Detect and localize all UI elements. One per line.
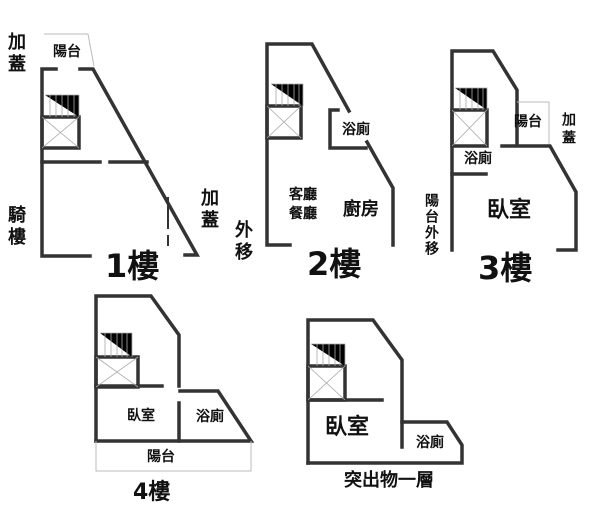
floor-1-extended-label: 外移 xyxy=(232,220,253,264)
floor-1-plan xyxy=(40,33,200,258)
floor-4-plan xyxy=(94,294,255,472)
floor-2-living-label: 客廳 xyxy=(289,187,317,203)
roof-structure-plan xyxy=(306,318,464,465)
floor-3-balcony-label: 陽台 xyxy=(514,114,542,130)
floor-1-balcony-label: 陽台 xyxy=(53,44,81,60)
floor-2-dining-label: 餐廳 xyxy=(289,206,317,222)
floor-1-title: 1樓 xyxy=(105,247,160,285)
roof-bedroom-label: 臥室 xyxy=(325,415,370,440)
floor-2-kitchen-label: 廚房 xyxy=(343,199,379,220)
floor-4-title: 4樓 xyxy=(133,480,171,505)
floor-3-title: 3樓 xyxy=(478,249,533,287)
floor-1-addition-top-label: 加蓋 xyxy=(5,32,26,76)
roof-structure-title: 突出物一層 xyxy=(344,470,434,491)
floor-4-balcony-label: 陽台 xyxy=(147,449,175,465)
floor-3-addition-label: 加蓋 xyxy=(560,112,576,148)
floor-4-bathroom-label: 浴廁 xyxy=(196,409,224,425)
roof-bathroom-label: 浴廁 xyxy=(416,435,444,451)
floor-3-bedroom-label: 臥室 xyxy=(487,198,532,223)
floor-3-plan xyxy=(450,49,578,252)
floor-2-bathroom-label: 浴廁 xyxy=(342,122,370,138)
floor-2-plan xyxy=(265,42,395,247)
floor-1-arcade-label: 騎樓 xyxy=(5,205,26,249)
floor-4-bedroom-label: 臥室 xyxy=(127,408,155,424)
floor-1-addition-right-label: 加蓋 xyxy=(198,188,219,232)
floor-3-bathroom-label: 浴廁 xyxy=(464,151,492,167)
floor-2-title: 2樓 xyxy=(307,245,362,283)
floor-3-balcony-extended-label: 陽台外移 xyxy=(423,193,439,257)
